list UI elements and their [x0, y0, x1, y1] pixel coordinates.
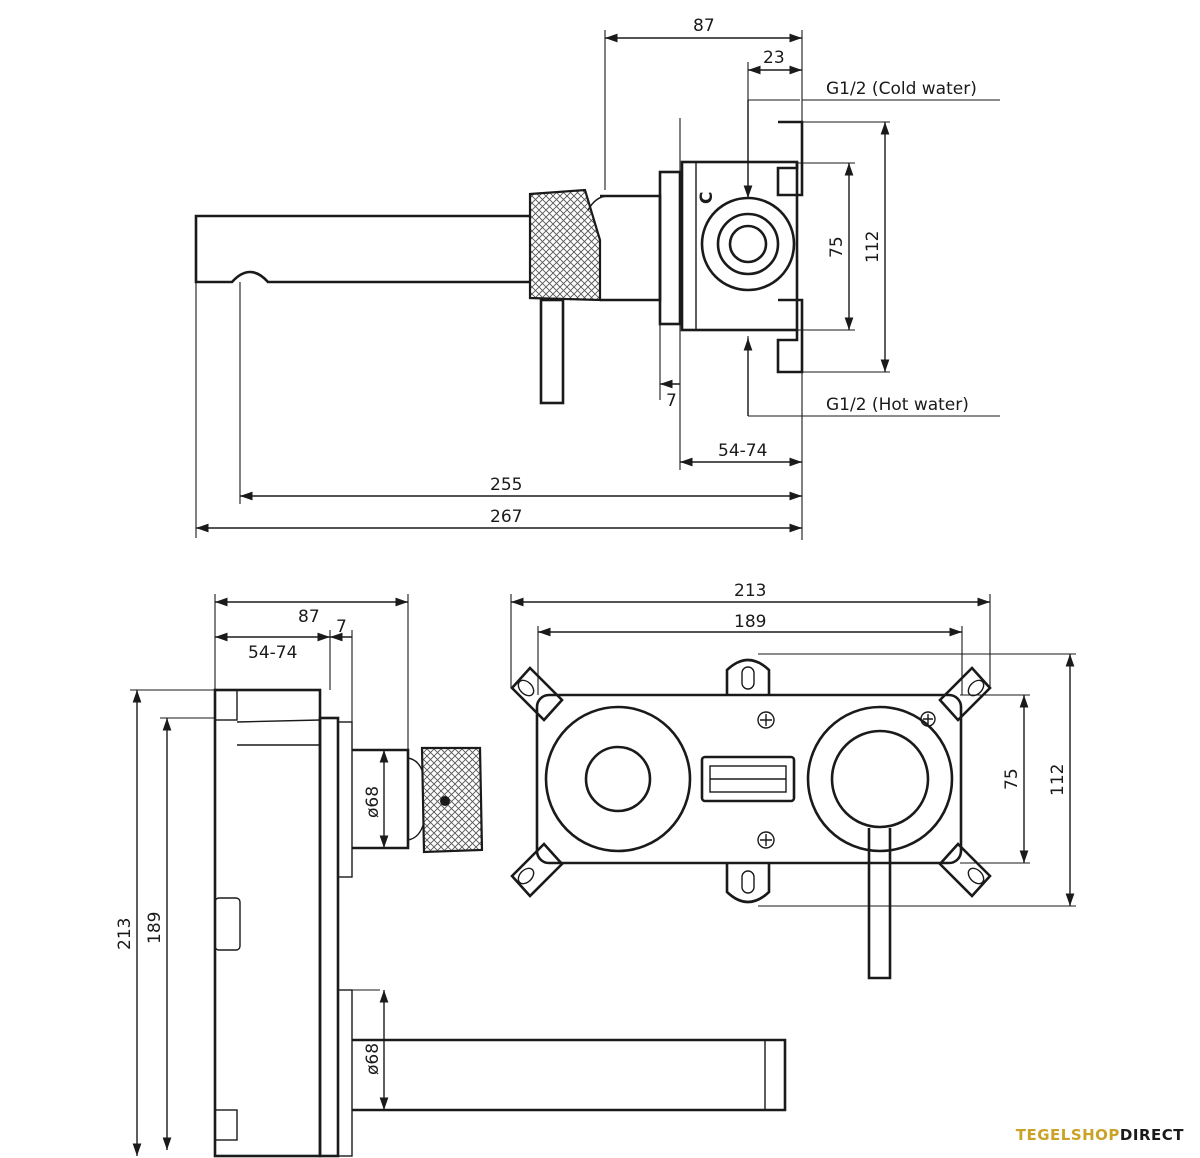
box-plate-front — [535, 693, 963, 865]
dim-54-74-bl: 54-74 — [248, 643, 297, 663]
c-mark: C — [697, 192, 717, 204]
dim-23: 23 — [763, 48, 785, 68]
cartridge-inner — [728, 224, 768, 264]
dim-189-bl: 189 — [145, 912, 165, 944]
dim-54-74-side: 54-74 — [718, 441, 767, 461]
dim-213-front: 213 — [734, 581, 766, 601]
bottom-left-view: 87 54-74 7 213 189 ø68 ø68 — [115, 594, 787, 1158]
logo-part2: DIRECT — [1119, 1126, 1184, 1144]
cover-plate-side — [658, 170, 682, 326]
knurled-handle-top — [420, 746, 484, 854]
bottom-bracket — [776, 298, 804, 374]
cartridge-mid — [716, 212, 780, 276]
brand-logo: TEGELSHOPDIRECT — [1016, 1126, 1184, 1144]
dim-255: 255 — [490, 475, 522, 495]
front-view: 213 189 75 112 — [510, 581, 1076, 980]
lever-front — [867, 828, 892, 980]
lever-side — [539, 298, 565, 405]
mounting-ear-br — [938, 842, 992, 898]
side-view: C 87 23 G1/2 (Cold water) 75 112 7 G1/2 … — [194, 16, 1000, 540]
cold-water-label: G1/2 (Cold water) — [826, 79, 977, 99]
mounting-ear-top — [725, 658, 771, 696]
side-slot — [214, 897, 241, 951]
dim-87-bl: 87 — [298, 607, 320, 627]
mounting-ear-tr — [938, 666, 992, 722]
left-cartridge-outer — [544, 705, 692, 853]
spout-side — [194, 214, 534, 284]
dim-7-bl: 7 — [336, 617, 347, 637]
logo-part1: TEGELSHOP — [1015, 1126, 1120, 1144]
dim-d68-bottom: ø68 — [363, 1043, 383, 1075]
cartridge-outer — [700, 196, 796, 292]
top-bracket — [776, 120, 804, 197]
box-body-side — [680, 160, 799, 332]
dim-267: 267 — [490, 507, 522, 527]
box-body-top — [213, 688, 322, 1158]
dim-189-front: 189 — [734, 612, 766, 632]
right-cartridge-inner — [830, 729, 930, 829]
mounting-ear-tl — [510, 666, 564, 722]
mounting-ear-bottom — [725, 864, 771, 904]
dim-213-bl: 213 — [115, 918, 135, 950]
center-slot — [700, 755, 796, 803]
dim-87-top: 87 — [693, 16, 715, 36]
knurled-handle-side — [528, 188, 602, 302]
screw-bottom — [757, 831, 775, 849]
collar-side — [600, 194, 662, 302]
hot-water-label: G1/2 (Hot water) — [826, 395, 969, 415]
dim-112-front: 112 — [1048, 764, 1068, 796]
handle-screw — [440, 796, 450, 806]
dim-112-side: 112 — [863, 231, 883, 263]
dim-7-side: 7 — [666, 391, 677, 411]
screw-right — [920, 711, 936, 727]
screw-top — [757, 711, 775, 729]
cover-plate-top — [318, 716, 340, 1158]
spout-top — [352, 1038, 787, 1112]
dim-75-side: 75 — [827, 236, 847, 258]
dim-d68-top: ø68 — [363, 786, 383, 818]
right-cartridge-outer — [806, 705, 954, 853]
left-cartridge-inner — [584, 745, 652, 813]
dim-75-front: 75 — [1002, 768, 1022, 790]
